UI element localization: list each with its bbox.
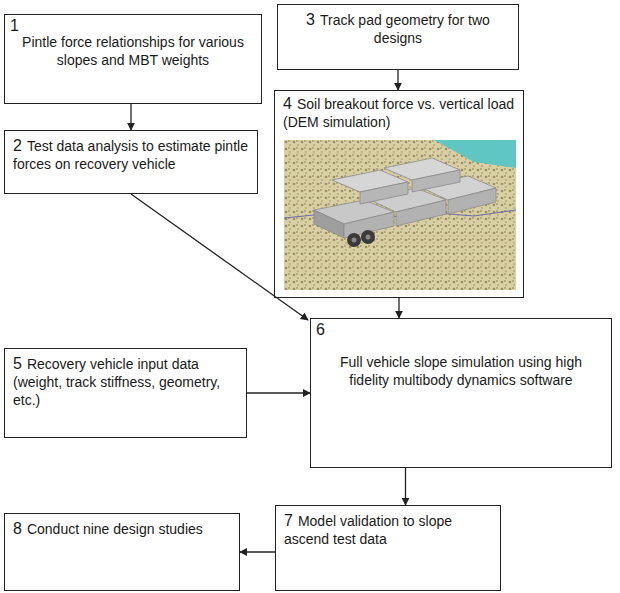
process-box: 4Soil breakout force vs. vertical load (… — [274, 90, 524, 298]
process-box: 7Model validation to slope ascend test d… — [275, 505, 501, 591]
flow-arrow — [397, 70, 398, 90]
step-text: Track pad geometry for two designs — [320, 12, 490, 46]
step-text: Conduct nine design studies — [27, 521, 203, 537]
flow-arrow — [247, 392, 310, 393]
flow-arrow — [240, 551, 275, 552]
process-box: Pintle force relationships for various s… — [4, 14, 262, 104]
step-number: 8 — [13, 520, 22, 537]
process-box: 5Recovery vehicle input data (weight, tr… — [4, 348, 247, 438]
process-box: 8 Conduct nine design studies — [4, 513, 240, 591]
step-number: 1 — [10, 17, 19, 34]
flow-arrow — [405, 468, 406, 505]
step-text: Test data analysis to estimate pintle fo… — [13, 138, 248, 172]
step-text: Full vehicle slope simulation using high… — [340, 354, 582, 388]
step-number: 3 — [306, 11, 315, 28]
step-text: Recovery vehicle input data (weight, tra… — [13, 356, 220, 408]
flow-arrow — [131, 194, 308, 320]
step-text: Model validation to slope ascend test da… — [284, 513, 452, 547]
step-text: Pintle force relationships for various s… — [22, 34, 244, 68]
flow-arrow — [398, 298, 399, 318]
dem-simulation-illustration — [284, 140, 516, 290]
step-number: 7 — [284, 512, 293, 529]
step-number: 6 — [316, 321, 325, 338]
step-number: 4 — [283, 95, 292, 112]
process-box: 2Test data analysis to estimate pintle f… — [4, 130, 258, 194]
process-box: 3 Track pad geometry for two designs — [277, 4, 519, 70]
step-text: Soil breakout force vs. vertical load (D… — [283, 96, 514, 130]
step-number: 5 — [13, 355, 22, 372]
process-box: Full vehicle slope simulation using high… — [310, 318, 612, 468]
step-number: 2 — [13, 137, 22, 154]
flow-arrow — [130, 104, 131, 130]
